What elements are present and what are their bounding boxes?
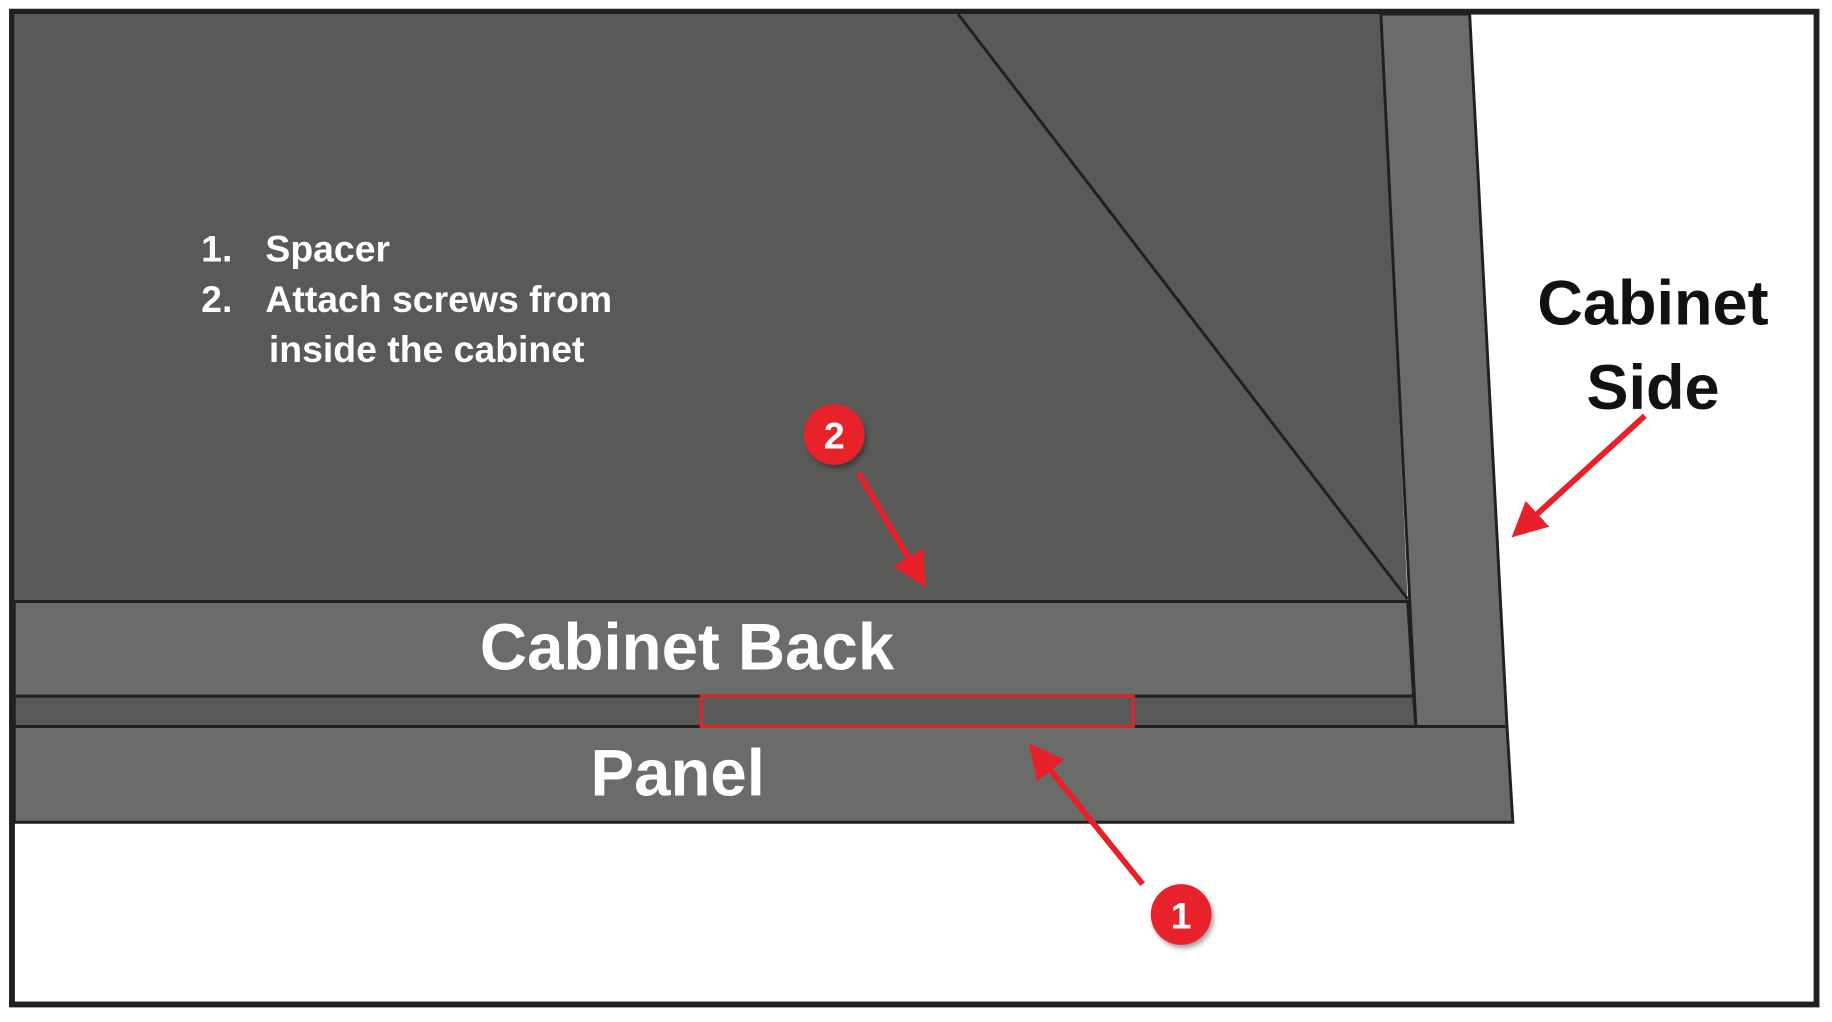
cabinet-side-label-line1: Cabinet xyxy=(1537,269,1768,339)
cabinet-side-arrow xyxy=(1511,413,1647,538)
spacer-strip xyxy=(12,694,1418,728)
legend-text-2-cont: inside the cabinet xyxy=(269,328,585,370)
legend-number-2: 2. xyxy=(201,278,232,320)
cabinet-side-label-line2: Side xyxy=(1586,353,1719,423)
cabinet-interior xyxy=(14,14,1408,602)
callout-2-arrow xyxy=(856,471,927,588)
legend-text-2: Attach screws from xyxy=(265,278,612,320)
callout-2-number: 2 xyxy=(824,415,845,457)
legend-text-1: Spacer xyxy=(265,228,390,270)
legend: 1. Spacer 2. Attach screws from inside t… xyxy=(201,228,612,370)
cabinet-back-label: Cabinet Back xyxy=(480,610,895,683)
diagonal-line xyxy=(956,13,1409,601)
spacer-highlight xyxy=(699,694,1135,728)
callout-2-badge: 2 xyxy=(803,404,865,465)
callout-1-arrow xyxy=(1028,743,1145,887)
panel-label: Panel xyxy=(590,736,764,809)
callout-1-number: 1 xyxy=(1171,895,1192,937)
legend-number-1: 1. xyxy=(201,228,232,270)
callout-1-badge: 1 xyxy=(1150,884,1212,945)
